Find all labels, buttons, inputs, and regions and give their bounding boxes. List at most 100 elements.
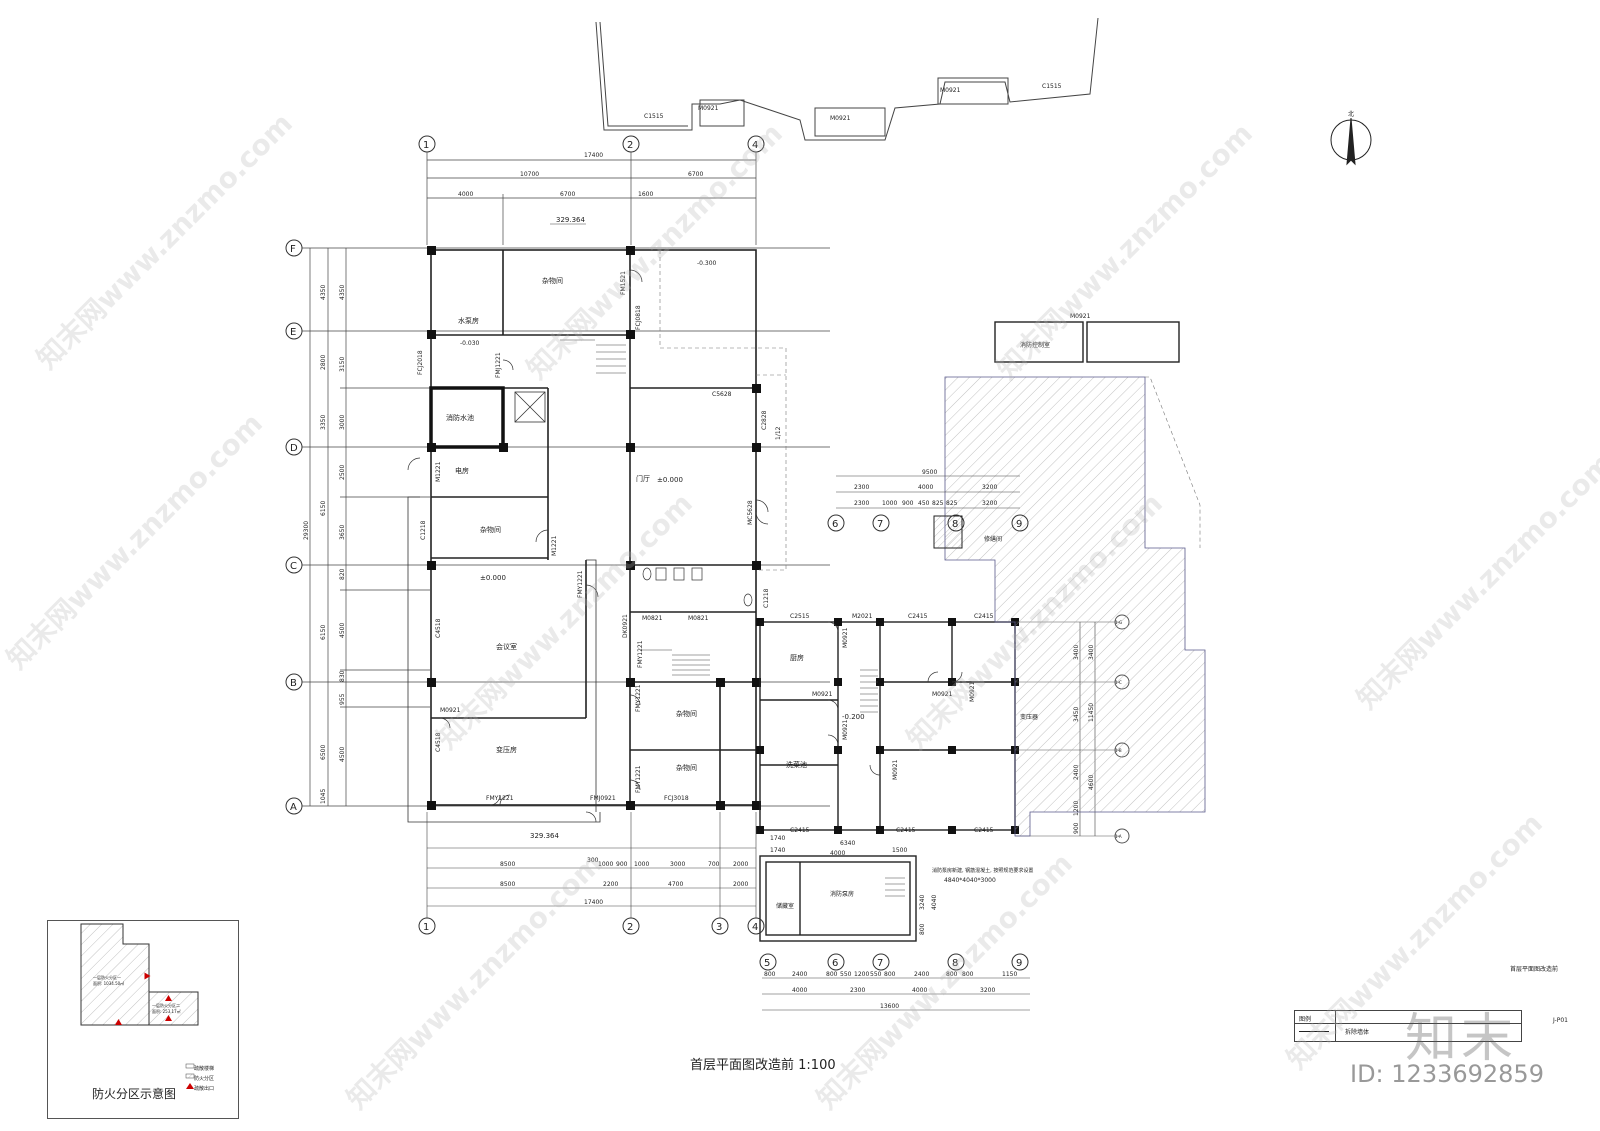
left-dimension-lines (302, 247, 830, 807)
dim-text: 6700 (688, 171, 703, 178)
room-label: 杂物间 (676, 709, 697, 718)
room-label: 门厅 (636, 474, 650, 483)
north-label: 北 (1348, 110, 1354, 118)
dim-text: 1740 (770, 847, 785, 854)
legend-table-row: 拆除墙体 (1345, 1029, 1370, 1036)
opening-label: M0921 (932, 691, 953, 698)
dim-text: 4500 (339, 747, 346, 762)
dim-text: 820 (339, 568, 346, 580)
pump-room-stair (885, 877, 905, 897)
sheet-title: 首层平面图改造前 (1510, 966, 1559, 973)
grid-label: 8 (952, 958, 958, 969)
opening-label: M0921 (969, 681, 976, 702)
opening-label: M0921 (1070, 313, 1091, 320)
dim-text: 29300 (303, 521, 310, 540)
top-window-label: C1515 (1042, 83, 1062, 90)
kitchen-stair (860, 669, 878, 713)
level-text: 329.364 (530, 832, 559, 840)
grid-label: D (290, 443, 298, 454)
opening-label: M0921 (842, 627, 849, 648)
opening-label: DK0921 (622, 614, 629, 638)
dim-text: 825 (932, 500, 944, 507)
exit-marker (144, 972, 151, 980)
door-swings (407, 269, 769, 823)
structural-columns (427, 246, 761, 810)
legend-item: 疏散出口 (194, 1086, 215, 1092)
grid-label: 4 (752, 922, 758, 933)
dim-text: 800 (919, 923, 926, 935)
dim-text: 4350 (339, 285, 346, 300)
right-top-dimension-lines (836, 475, 1020, 509)
dim-text: 1600 (638, 191, 653, 198)
dim-text: 4350 (320, 285, 327, 300)
fire-control-room-annex (1086, 321, 1180, 363)
grid-bubbles-top (418, 135, 765, 153)
dim-text: 6150 (320, 625, 327, 640)
canopy-dashed (659, 250, 787, 571)
dim-text: 900 (1073, 822, 1080, 834)
image-id: ID: 1233692859 (1350, 1060, 1544, 1088)
opening-label: FMY1221 (486, 795, 514, 802)
grid-label: E (290, 327, 296, 338)
room-label: 消防控制室 (1020, 341, 1050, 349)
fire-zone-title: 防火分区示意图 (92, 1087, 177, 1101)
grid-bubbles-bottom-right (759, 953, 1029, 971)
dim-text: 3200 (982, 484, 997, 491)
grid-bubbles-right-top (827, 514, 1029, 532)
dim-text: 17400 (584, 899, 603, 906)
sheet-number: J-P01 (1553, 1017, 1568, 1024)
legend-table-line (1299, 1031, 1329, 1032)
opening-label: FCJ0818 (635, 305, 642, 330)
drawing-scale: 1:100 (798, 1058, 836, 1073)
dim-text: 3350 (320, 415, 327, 430)
neighbor-building-outline (595, 17, 1099, 141)
dim-text: 8500 (500, 861, 515, 868)
dim-text: 800 (764, 971, 776, 978)
fire-pool-walls (429, 386, 505, 449)
grid-label: 3 (716, 922, 722, 933)
opening-label: C2828 (761, 410, 768, 430)
grid-label: 1 (423, 922, 429, 933)
dim-text: 2200 (603, 881, 618, 888)
elevator-shaft (514, 391, 546, 423)
grid-label: 4 (752, 140, 758, 151)
dim-text: 2500 (339, 465, 346, 480)
room-label: 杂物间 (542, 276, 563, 285)
dim-text: 6340 (840, 840, 855, 847)
opening-label: FMY1221 (637, 640, 644, 668)
grid-label: F (290, 244, 296, 255)
exit-marker (165, 1015, 172, 1021)
dim-text: 3650 (339, 525, 346, 540)
bottom-dimension-lines (426, 812, 757, 918)
dim-text: 2300 (850, 987, 865, 994)
opening-label: C1218 (420, 520, 427, 540)
opening-label: FCJ3018 (664, 795, 689, 802)
dim-text: 700 (708, 861, 720, 868)
legend-swatch (185, 1063, 195, 1069)
room-label: 杂物间 (676, 763, 697, 772)
pump-room-walls (759, 855, 917, 942)
opening-label: FCJ2018 (417, 350, 424, 375)
opening-label: M0821 (642, 615, 663, 622)
level-text: -0.030 (460, 340, 480, 347)
fire-control-room (994, 321, 1084, 363)
dim-text: 1150 (1002, 971, 1017, 978)
dim-text: 2000 (733, 861, 748, 868)
dim-text: 825 (946, 500, 958, 507)
grid-label: 5 (764, 958, 770, 969)
opening-label: M0921 (842, 719, 849, 740)
dim-text: 3000 (670, 861, 685, 868)
room-label: 储藏室 (776, 902, 794, 910)
room-label: 消防水池 (446, 413, 474, 422)
opening-label: FMY1221 (635, 684, 642, 712)
grid-label: 1 (423, 140, 429, 151)
opening-label: FM1521 (620, 271, 627, 295)
drawing-title-text: 首层平面图改造前 (690, 1058, 795, 1073)
dim-text: 4000 (792, 987, 807, 994)
note-text: 4840*4040*3000 (944, 877, 996, 884)
dim-text: 3200 (980, 987, 995, 994)
opening-label: FMY1221 (635, 765, 642, 793)
dim-text: 1045 (320, 789, 327, 804)
dim-text: 4700 (668, 881, 683, 888)
